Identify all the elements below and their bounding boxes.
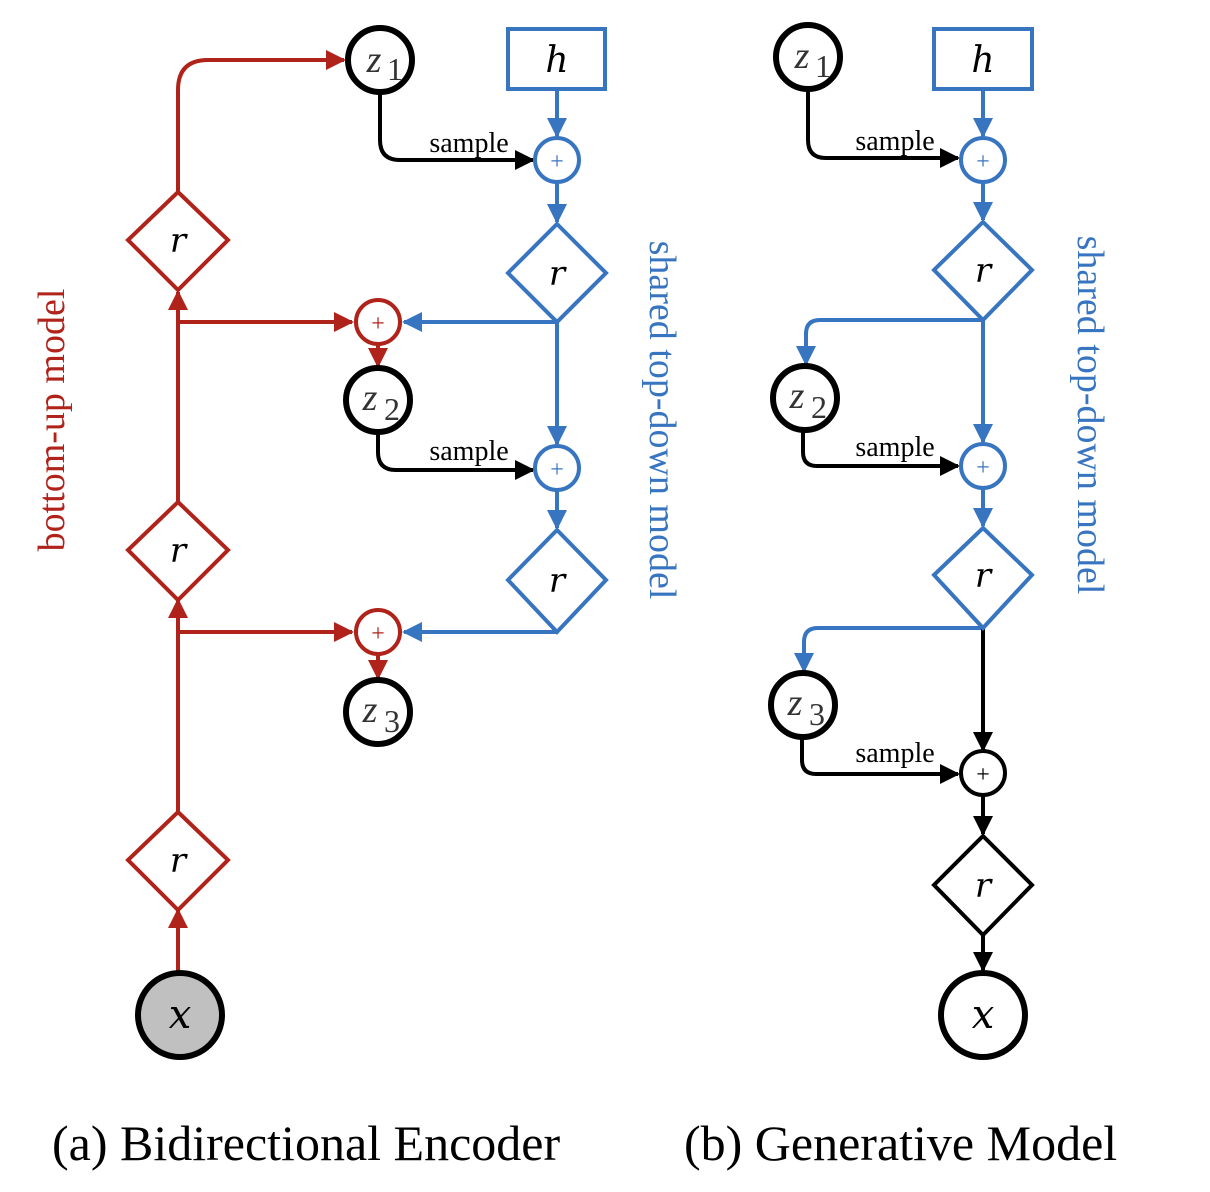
panel-b-generative-model: h + + + r r r z 1 z 2 [768, 22, 1111, 1060]
edge-z2-sample [376, 432, 535, 480]
x-label: x [169, 992, 192, 1038]
sample-label: sample [429, 128, 508, 159]
r-label: r [170, 841, 188, 881]
plus-icon: + [976, 149, 990, 175]
z-subscript: 3 [809, 696, 825, 732]
edge-z1-sample [806, 89, 960, 168]
r-label: r [170, 531, 188, 571]
sample-label: sample [429, 436, 508, 467]
bottom-up-model-label: bottom-up model [31, 289, 73, 552]
bottom-up-edges [168, 50, 388, 972]
z-label: z [362, 689, 378, 731]
generative-black-edges [800, 89, 993, 972]
z-subscript: 1 [387, 51, 403, 87]
z-label: z [362, 377, 378, 419]
caption-b: (b) Generative Model [684, 1115, 1117, 1171]
r-label: r [549, 254, 567, 294]
h-node: h [506, 27, 607, 91]
r-label: r [549, 561, 567, 601]
r-label: r [975, 556, 993, 596]
edge-z2-sample [801, 430, 960, 476]
edge-z1-sample [378, 92, 535, 170]
top-down-edges [402, 90, 567, 642]
z-label: z [366, 39, 382, 81]
shared-top-down-model-label: shared top-down model [1069, 236, 1111, 595]
z2-node: z 2 [770, 363, 840, 433]
r-node-td-2 [505, 527, 609, 635]
sample-edges [376, 92, 535, 480]
plus-icon: + [371, 621, 385, 647]
r-node-bu-1 [125, 809, 231, 913]
plus-node-merge-z2 [354, 298, 402, 346]
z-label: z [794, 35, 810, 77]
x-label: x [972, 992, 995, 1038]
h-label: h [971, 40, 994, 81]
plus-icon: + [976, 455, 990, 481]
z-label: z [789, 375, 805, 417]
z1-node: z 1 [773, 22, 843, 92]
plus-icon: + [550, 149, 564, 175]
z3-node: z 3 [343, 677, 413, 747]
plus-icon: + [976, 762, 990, 788]
plus-node-td-2 [533, 444, 581, 492]
r-label: r [975, 866, 993, 906]
edge-z3-sample [800, 737, 960, 784]
r-label: r [170, 221, 188, 261]
r-node-1 [931, 219, 1035, 323]
z-subscript: 2 [811, 389, 827, 425]
sample-label: sample [855, 432, 934, 463]
edge-r2-to-z3 [794, 626, 983, 673]
z3-node: z 3 [768, 670, 838, 740]
plus-icon: + [550, 457, 564, 483]
caption-a: (a) Bidirectional Encoder [52, 1115, 560, 1171]
plus-icon: + [371, 311, 385, 337]
z1-node: z 1 [345, 25, 415, 95]
generative-r-nodes: r r r [931, 219, 1035, 938]
z-label: z [787, 682, 803, 724]
h-label: h [545, 40, 568, 81]
edge-r3-to-z1 [176, 50, 346, 192]
plus-node-2 [959, 442, 1007, 490]
top-down-plus-nodes: + + [533, 136, 581, 492]
sample-label: sample [855, 738, 934, 769]
x-generated-node: x [938, 970, 1028, 1060]
z-subscript: 3 [384, 703, 400, 739]
bottom-up-r-nodes: r r r [125, 189, 231, 913]
r-node-bu-2 [125, 499, 231, 603]
edge-r1-to-z2 [796, 318, 983, 366]
shared-top-down-model-label: shared top-down model [641, 241, 683, 600]
plus-node-merge-z3 [354, 608, 402, 656]
r-node-td-1 [505, 221, 609, 325]
z-subscript: 1 [815, 48, 831, 84]
panel-a-bidirectional-encoder: r r r x h + + r r [31, 25, 683, 1060]
generative-plus-nodes: + + + [959, 136, 1007, 797]
x-observed-node: x [135, 970, 225, 1060]
r-node-2 [931, 525, 1035, 631]
plus-node-3 [959, 749, 1007, 797]
r-node-3 [931, 833, 1035, 938]
plus-node-td-1 [533, 136, 581, 184]
r-label: r [975, 251, 993, 291]
top-down-r-nodes: r r [505, 221, 609, 635]
merge-plus-nodes: + + [354, 298, 402, 656]
z-subscript: 2 [384, 391, 400, 427]
h-node: h [932, 27, 1034, 91]
plus-node-1 [959, 136, 1007, 184]
sample-label: sample [855, 126, 934, 157]
z2-node: z 2 [343, 365, 413, 435]
r-node-bu-3 [125, 189, 231, 293]
generative-blue-edges [794, 90, 993, 673]
